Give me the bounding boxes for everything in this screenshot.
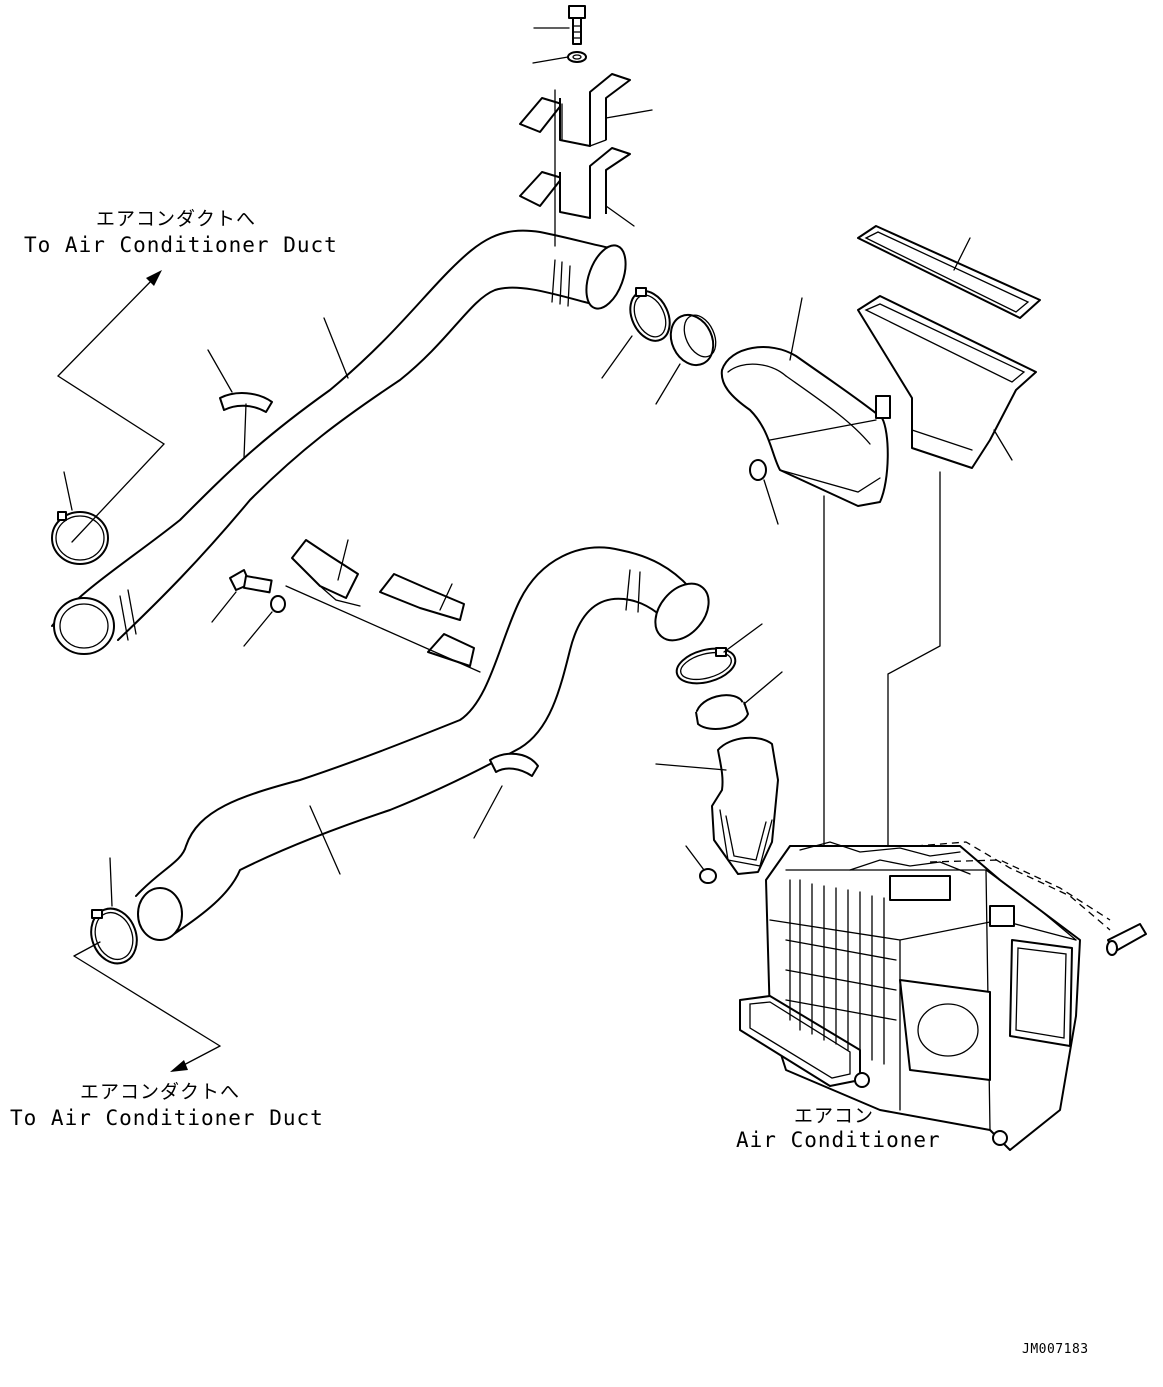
upper-elbow-screw	[749, 459, 779, 525]
upper-duct-label-en: To Air Conditioner Duct	[24, 233, 338, 257]
aircon-label-jp: エアコン	[794, 1105, 875, 1127]
lower-elbow-duct	[655, 736, 779, 875]
outlet-guide-line	[887, 471, 941, 881]
upper-to-duct-arrow	[57, 270, 166, 543]
upper-duct-label-jp: エアコンダクトへ	[96, 208, 257, 230]
upper-duct	[51, 229, 627, 655]
gasket-frame	[857, 225, 1041, 319]
outlet-duct	[857, 295, 1037, 469]
middle-guide-line	[285, 585, 481, 673]
upper-hose-clamp	[601, 287, 671, 379]
middle-bracket-b	[379, 573, 475, 667]
lower-left-clamp	[90, 857, 138, 965]
middle-bracket-a	[291, 539, 361, 607]
lower-elbow-screw	[685, 845, 717, 884]
lower-to-duct-arrow	[73, 941, 221, 1072]
lower-duct-label-en: To Air Conditioner Duct	[10, 1106, 324, 1130]
lower-sleeve	[695, 671, 783, 730]
drawing-code: JM007183	[1022, 1342, 1089, 1357]
middle-bolt	[211, 569, 273, 623]
middle-washer	[243, 595, 286, 647]
upper-left-clamp	[51, 471, 109, 565]
upper-sleeve	[655, 313, 717, 405]
lower-bracket	[519, 147, 635, 227]
top-bolt	[533, 5, 586, 45]
upper-elbow-duct	[720, 297, 891, 507]
lower-duct-label-jp: エアコンダクトへ	[80, 1081, 241, 1103]
upper-bracket	[519, 73, 653, 147]
lower-hose-clamp	[675, 623, 763, 685]
aircon-label-en: Air Conditioner	[736, 1128, 941, 1152]
top-washer	[532, 51, 587, 64]
lower-duct-clip	[473, 752, 539, 839]
air-conditioner-unit	[739, 841, 1147, 1151]
upper-duct-clip	[207, 349, 273, 459]
